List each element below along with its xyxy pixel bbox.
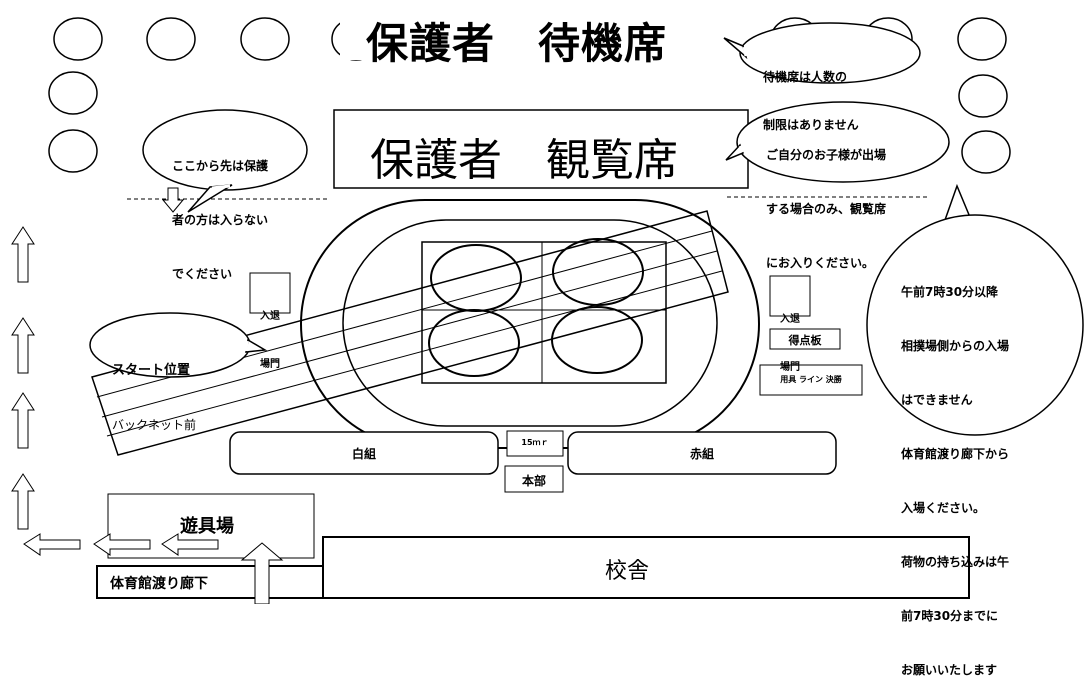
venue-map	[11, 8, 1084, 604]
infield-circle	[551, 306, 643, 374]
gate-left-box	[249, 272, 291, 314]
bubble-line: はできません	[901, 393, 973, 407]
up-arrow-icon	[11, 473, 35, 530]
up-arrows-left	[11, 226, 35, 530]
left-arrow-icon	[161, 533, 219, 556]
viewing-seat-title: 保護者 観覧席	[370, 135, 678, 186]
bubble-line: 前7時30分までに	[901, 609, 999, 623]
gym-corridor	[96, 565, 324, 599]
waiting-title-backdrop	[340, 8, 720, 60]
bubble-no-entry-text: ここから先は保護 者の方は入らない でください	[172, 121, 268, 301]
start-sub: バックネット前	[112, 418, 197, 432]
bubble-viewing-text: ご自分のお子様が出場 する場合のみ、観覧席 にお入りください。	[766, 110, 886, 290]
bubble-no-entry	[142, 109, 308, 213]
team-red-area	[567, 431, 837, 475]
bubble-line: 相撲場側からの入場	[901, 339, 1010, 353]
team-red-label: 赤組	[689, 447, 714, 461]
start-title: スタート位置	[112, 363, 191, 378]
team-white-label: 白組	[351, 447, 376, 461]
left-arrow-icon	[93, 533, 151, 556]
equipment-box	[759, 364, 863, 396]
seat-circle	[48, 71, 98, 115]
bubble-line: ここから先は保護	[172, 159, 269, 173]
scoreboard-label: 得点板	[788, 334, 822, 347]
school-building-label: 校舎	[605, 559, 650, 584]
down-arrow-icon	[161, 187, 185, 213]
playground-label: 遊具場	[180, 516, 234, 537]
seat-circle	[958, 74, 1008, 118]
bubble-viewing-note	[725, 101, 950, 183]
center-small-label: 15ｍｒ	[521, 438, 549, 447]
bubble-waiting-text: 待機席は人数の 制限はありません	[763, 37, 859, 149]
seat-circle	[240, 17, 290, 61]
bubble-waiting-note	[723, 22, 921, 84]
gate-left-label: 入退 場門	[250, 277, 290, 389]
up-arrow-icon	[240, 542, 284, 604]
center-small-box	[506, 430, 564, 457]
up-arrow-icon	[11, 317, 35, 374]
infield-circle	[428, 309, 520, 377]
gate-line: 場門	[780, 362, 800, 373]
bubble-line: 入場ください。	[901, 501, 986, 515]
bubble-line: 午前7時30分以降	[901, 285, 999, 299]
diagonal-course	[91, 210, 729, 456]
equipment-label: 用具 ライン 決勝	[780, 375, 842, 384]
team-white-area	[229, 431, 499, 475]
bubble-line: 荷物の持ち込みは午	[901, 555, 1010, 569]
seat-circle	[48, 129, 98, 173]
gate-line: 場門	[260, 359, 280, 370]
bubble-line: 待機席は人数の	[763, 70, 848, 84]
bubble-notice-text: 午前7時30分以降 相撲場側からの入場 はできません 体育館渡り廊下から 入場く…	[901, 247, 1009, 697]
bubble-line: お願いいたします	[901, 663, 998, 677]
seat-circle	[53, 17, 103, 61]
scoreboard-box	[769, 328, 841, 350]
seat-circle	[146, 17, 196, 61]
infield-box	[421, 241, 667, 384]
up-arrow-icon	[11, 226, 35, 283]
gate-line: 入退	[260, 311, 280, 322]
course-lane-line	[101, 250, 718, 418]
waiting-seat-title: 保護者 待機席	[366, 19, 668, 68]
headquarters-box	[504, 465, 564, 493]
left-arrows-bottom	[23, 533, 219, 556]
gate-right-box	[769, 275, 811, 317]
left-arrow-icon	[23, 533, 81, 556]
bubble-line: 制限はありません	[763, 118, 859, 132]
bubble-line: 者の方は入らない	[172, 213, 269, 227]
viewing-seat-box	[333, 109, 749, 189]
bubble-start	[89, 312, 268, 378]
headquarters-label: 本部	[521, 474, 546, 488]
course-lane-line	[106, 270, 723, 437]
gate-line: 入退	[780, 314, 800, 325]
bubble-line: 体育館渡り廊下から	[901, 447, 1010, 461]
infield-circle	[552, 238, 644, 306]
bubble-line: ご自分のお子様が出場	[766, 148, 887, 162]
gate-right-label: 入退 場門	[770, 280, 810, 392]
bubble-line: する場合のみ、観覧席	[766, 202, 887, 216]
bubble-line: でください	[172, 267, 233, 281]
bubble-start-text: スタート位置 バックネット前	[112, 326, 196, 452]
seat-circle	[961, 130, 1011, 174]
seat-circle	[957, 17, 1007, 61]
bubble-line: にお入りください。	[766, 256, 875, 270]
bubble-notice	[866, 183, 1084, 436]
gym-corridor-label: 体育館渡り廊下	[110, 576, 208, 592]
up-arrow-icon	[11, 392, 35, 449]
